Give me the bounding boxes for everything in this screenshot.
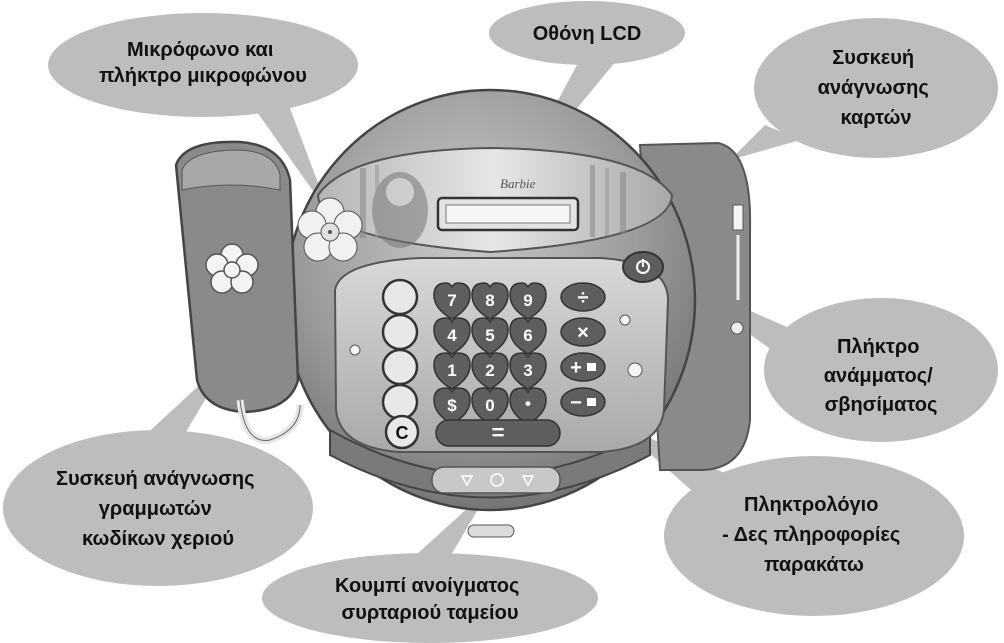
keypad-label-line2: - Δες πληροφορίες xyxy=(722,524,900,546)
brand-logo: Barbie xyxy=(500,176,536,191)
basket-icon xyxy=(587,398,596,406)
drawer-label-line2: συρταριού ταμείου xyxy=(342,602,519,624)
key-2[interactable]: 2 xyxy=(471,352,509,390)
microphone-label-line1: Μικρόφωνο και xyxy=(127,39,273,61)
key-dollar[interactable]: $ xyxy=(433,387,471,425)
key-1[interactable]: 1 xyxy=(433,352,471,390)
svg-text:7: 7 xyxy=(447,291,456,310)
svg-text:÷: ÷ xyxy=(578,287,589,309)
barcode-scanner[interactable] xyxy=(174,140,304,444)
key-decimal[interactable]: • xyxy=(509,387,547,425)
svg-text:3: 3 xyxy=(523,361,532,380)
svg-text:1: 1 xyxy=(447,361,456,380)
svg-text:4: 4 xyxy=(447,326,457,345)
function-key-3[interactable] xyxy=(381,348,419,386)
clear-key[interactable] xyxy=(384,414,420,450)
card-reader-callout-tail xyxy=(730,125,800,160)
svg-text:2: 2 xyxy=(485,361,494,380)
dollar-coin-icon xyxy=(490,473,504,487)
function-key-4[interactable] xyxy=(381,383,419,421)
power-key-label-line2: ανάμματος/ xyxy=(824,365,933,387)
microphone-callout-tail xyxy=(245,95,330,215)
svg-text:=: = xyxy=(492,420,505,445)
keypad-label-line1: Πληκτρολόγιο xyxy=(744,494,878,516)
lcd-label: Οθόνη LCD xyxy=(533,23,642,45)
clear-key-label: C xyxy=(396,423,409,443)
card-reader-label-line2: ανάγνωσης xyxy=(818,77,929,99)
key-divide[interactable]: ÷ xyxy=(560,282,606,312)
callout-microphone: Μικρόφωνο και πλήκτρο μικροφώνου xyxy=(48,13,358,117)
number-keys: 7 8 9 ÷ 4 5 6 × 1 2 3 + $ 0 • − = xyxy=(433,282,606,447)
callout-drawer: Κουμπί ανοίγματος συρταριού ταμείου xyxy=(262,553,598,643)
svg-text:$: $ xyxy=(447,396,457,415)
microphone-flower[interactable] xyxy=(297,197,363,262)
barcode-label-line2: γραμμωτών xyxy=(99,498,212,520)
card-slot xyxy=(732,204,744,231)
svg-text:Οθόνη LCD: Οθόνη LCD xyxy=(533,23,642,45)
decorative-flowers xyxy=(349,314,643,378)
svg-text:0: 0 xyxy=(485,396,494,415)
svg-text:8: 8 xyxy=(485,291,494,310)
barcode-label-line1: Συσκευή ανάγνωσης xyxy=(56,468,255,490)
function-keys: C xyxy=(381,278,420,450)
flower-button-icon xyxy=(205,243,259,294)
svg-text:+: + xyxy=(570,357,582,379)
svg-text:5: 5 xyxy=(485,326,494,345)
key-7[interactable]: 7 xyxy=(433,282,471,320)
triangle-down-icon xyxy=(521,475,535,487)
callout-card-reader: Συσκευή ανάγνωσης καρτών xyxy=(754,18,998,158)
barcode-label-line3: κωδίκων χεριού xyxy=(82,528,234,550)
microphone-label-line2: πλήκτρο μικροφώνου xyxy=(99,65,307,87)
callout-keypad: Πληκτρολόγιο - Δες πληροφορίες παρακάτω xyxy=(664,456,964,616)
basket-icon xyxy=(587,363,596,371)
key-4[interactable]: 4 xyxy=(433,317,471,355)
drawer-latch xyxy=(467,524,515,538)
svg-text:Πληκτρολόγιο - Δες πληρο: Πληκτρολόγιο - Δες πληροφορίες παρακάτω xyxy=(722,494,906,576)
callout-power-key: Πλήκτρο ανάμματος/ σβησίματος xyxy=(764,298,998,442)
key-0[interactable]: 0 xyxy=(471,387,509,425)
svg-text:6: 6 xyxy=(523,326,532,345)
callout-barcode: Συσκευή ανάγνωσης γραμμωτών κωδίκων χερι… xyxy=(3,430,313,586)
svg-text:Πλήκτρο ανάμματος/: Πλήκτρο ανάμματος/ σβησίματος xyxy=(824,336,939,416)
key-equals[interactable]: = xyxy=(435,419,561,447)
key-multiply[interactable]: × xyxy=(560,317,606,347)
drawer-open-button[interactable] xyxy=(431,466,561,494)
key-5[interactable]: 5 xyxy=(471,317,509,355)
svg-text:Συσκευή ανάγνωσης γραμμω: Συσκευή ανάγνωσης γραμμωτών κωδίκων χερι… xyxy=(56,468,260,550)
svg-text:Μικρόφωνο και πλήκτρο μι: Μικρόφωνο και πλήκτρο μικροφώνου xyxy=(99,39,307,87)
key-6[interactable]: 6 xyxy=(509,317,547,355)
drawer-label-line1: Κουμπί ανοίγματος xyxy=(335,575,519,597)
key-9[interactable]: 9 xyxy=(509,282,547,320)
key-add-item[interactable]: + xyxy=(560,352,606,382)
svg-text:•: • xyxy=(525,394,531,413)
flower-icon-side xyxy=(730,321,744,335)
function-key-1[interactable] xyxy=(381,278,419,316)
barbie-artwork xyxy=(360,165,626,248)
card-reader-label-line1: Συσκευή xyxy=(832,47,914,69)
callout-lcd: Οθόνη LCD xyxy=(489,1,685,65)
key-3[interactable]: 3 xyxy=(509,352,547,390)
card-reader-label-line3: καρτών xyxy=(841,107,912,129)
keypad-label-line3: παρακάτω xyxy=(764,554,864,576)
power-key-label-line3: σβησίματος xyxy=(825,394,938,416)
svg-text:Συσκευή ανάγνωσης: Συσκευή ανάγνωσης καρτών xyxy=(818,47,935,129)
key-8[interactable]: 8 xyxy=(471,282,509,320)
svg-text:×: × xyxy=(577,322,589,344)
cash-register: Barbie C 7 8 9 ÷ 4 xyxy=(174,88,752,538)
svg-text:Κουμπί ανοίγματος συρταρ: Κουμπί ανοίγματος συρταριού ταμείου xyxy=(335,575,525,624)
function-key-2[interactable] xyxy=(381,313,419,351)
power-key-label-line1: Πλήκτρο xyxy=(837,336,919,358)
svg-text:−: − xyxy=(570,392,582,414)
triangle-down-icon xyxy=(460,475,474,487)
key-remove-item[interactable]: − xyxy=(560,387,606,417)
power-button[interactable] xyxy=(622,251,664,283)
svg-text:9: 9 xyxy=(523,291,532,310)
